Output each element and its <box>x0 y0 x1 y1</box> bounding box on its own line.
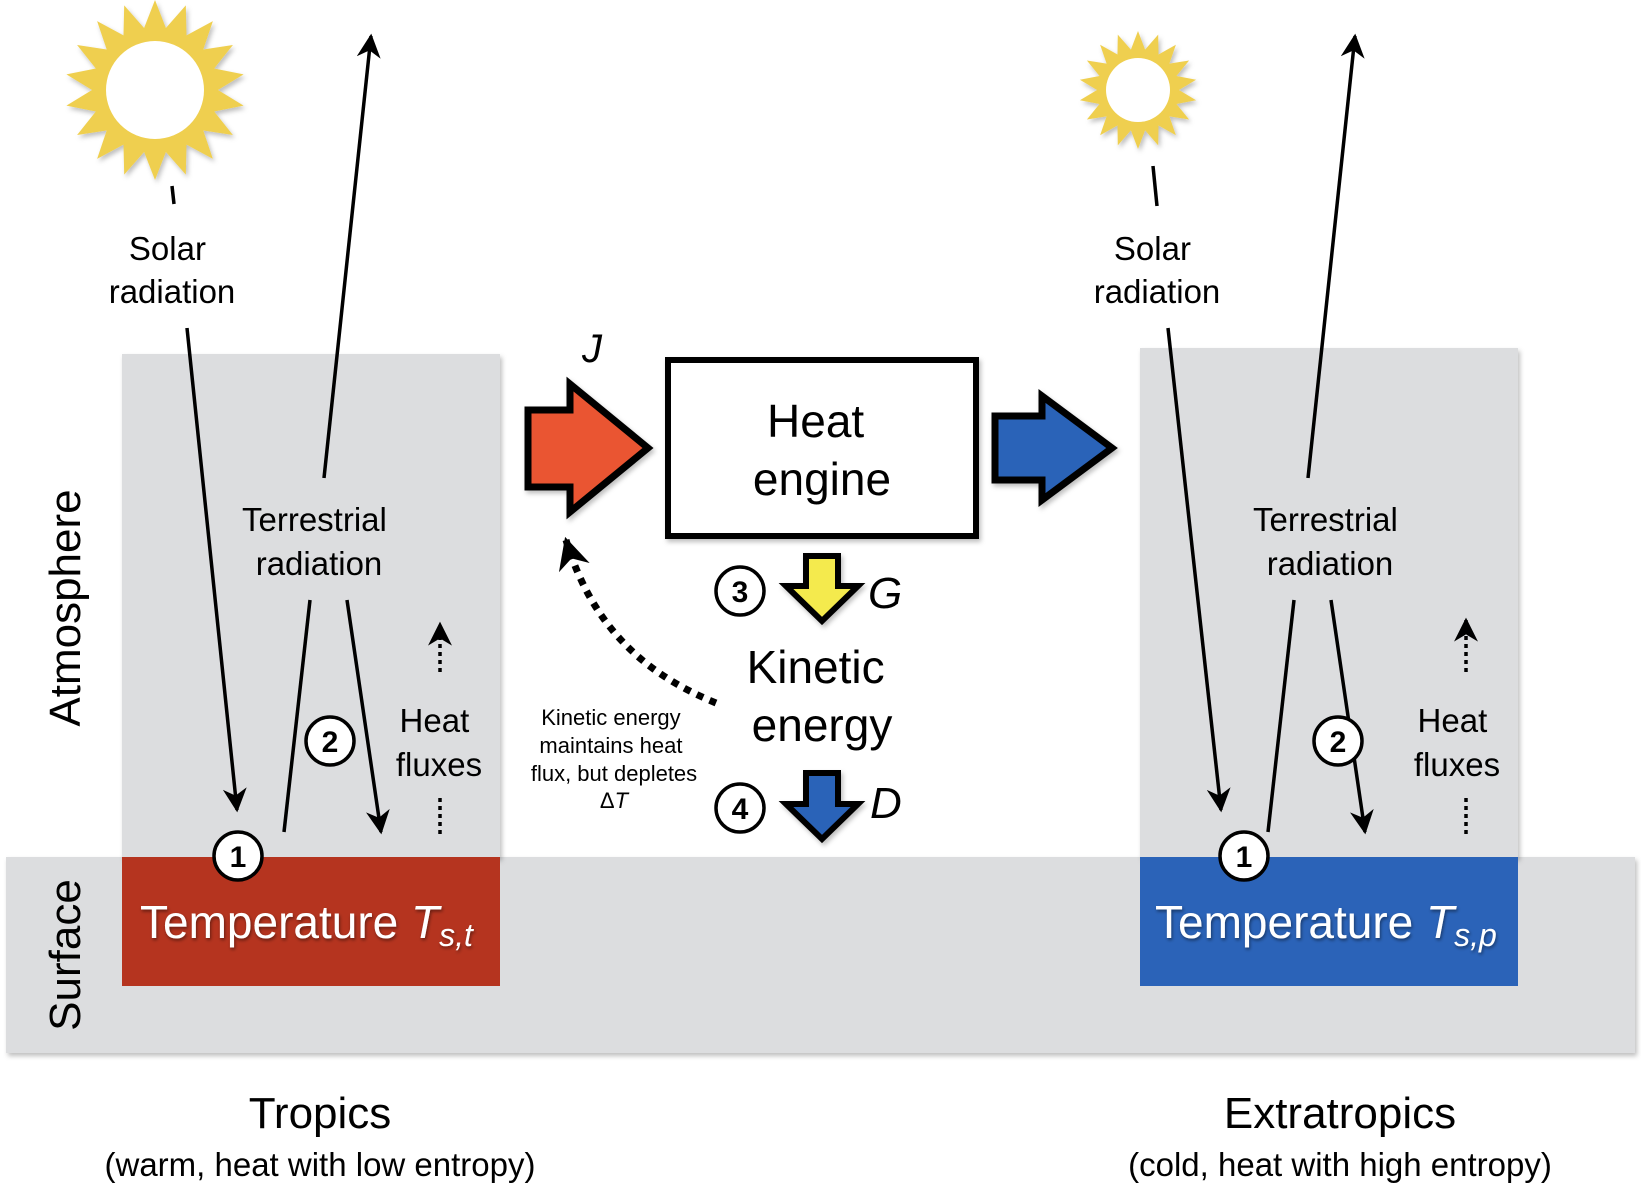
tropics-terrestrial-label-line2: radiation <box>256 545 383 582</box>
tropics-region-subtitle: (warm, heat with low entropy) <box>105 1146 536 1183</box>
extratropics-surface-temperature-block <box>1140 857 1518 986</box>
extratropics-solar-line-top <box>1151 165 1159 207</box>
heat-engine-label-line2: engine <box>753 453 891 505</box>
extratropics-outgoing-radiation-arrow <box>1306 33 1365 479</box>
heat-engine-label-line1: Heat <box>767 395 864 447</box>
extratropics-upward-longwave-line <box>1266 599 1296 833</box>
tropics-terrestrial-label-line1: Terrestrial <box>242 501 387 538</box>
extratropics-atmosphere-column <box>1140 348 1518 858</box>
tropics-surface-temperature-label: Temperature Ts,t <box>140 896 474 953</box>
svg-text:3: 3 <box>732 576 749 609</box>
tropics-marker-1: 1 <box>212 830 264 882</box>
dissipation-arrow <box>778 770 866 844</box>
svg-text:Heat fluxes: Heat fluxes <box>1414 702 1500 783</box>
generation-marker-3: 3 <box>714 565 766 617</box>
tropics-region-title: Tropics <box>249 1089 392 1138</box>
svg-text:Solar radiation: Solar radiation <box>1094 230 1221 310</box>
feedback-note-delta-t: ΔT <box>600 788 630 813</box>
extratropics-sun-icon <box>1079 31 1197 149</box>
svg-text:Solar radiation: Solar radiation <box>109 230 236 310</box>
tropics-heat-fluxes-label-line1: Heat <box>400 702 470 739</box>
extratropics-solar-label-line1: Solar <box>1114 230 1191 267</box>
tropics-solar-label-line2: radiation <box>109 273 236 310</box>
tropics-upward-longwave-line <box>282 599 312 833</box>
extratropics-region-title: Extratropics <box>1224 1089 1456 1138</box>
feedback-note-line1: Kinetic energy <box>541 705 680 730</box>
generation-symbol-g: G <box>868 569 902 618</box>
sun-core <box>1106 58 1170 122</box>
feedback-note-line2: maintains heat <box>539 733 682 758</box>
svg-text:4: 4 <box>732 793 749 826</box>
svg-text:1: 1 <box>1236 841 1253 874</box>
tropics-heat-fluxes-label-line2: fluxes <box>396 746 482 783</box>
svg-text:Heat fluxes: Heat fluxes <box>396 702 482 783</box>
kinetic-energy-label-line2: energy <box>752 699 893 751</box>
tropics-outgoing-radiation-arrow <box>322 33 381 479</box>
extratropics-terrestrial-label-line1: Terrestrial <box>1253 501 1398 538</box>
tropics-downward-longwave-arrow <box>345 599 390 835</box>
sun-core <box>106 41 204 139</box>
svg-text:2: 2 <box>322 726 339 759</box>
svg-text:Terrestrial radiation: Terrestrial radiation <box>1253 501 1407 582</box>
extratropics-terrestrial-label-line2: radiation <box>1267 545 1394 582</box>
extratropics-solar-radiation-arrow <box>1166 327 1231 813</box>
feedback-dotted-arrow <box>558 536 718 707</box>
extratropics-solar-label-line2: radiation <box>1094 273 1221 310</box>
extratropics-marker-1: 1 <box>1218 830 1270 882</box>
svg-text:Kinetic energy maintains h: Kinetic energy maintains heat flux, but … <box>531 705 697 786</box>
tropics-solar-radiation-arrow <box>185 327 247 813</box>
generation-arrow <box>778 553 866 626</box>
svg-text:1: 1 <box>230 841 247 874</box>
tropics-solar-line-top <box>170 185 176 205</box>
kinetic-energy-label-line1: Kinetic <box>747 641 885 693</box>
tropics-surface-temperature-block <box>122 857 500 986</box>
surface-label: Surface <box>41 879 90 1031</box>
extratropics-surface-temperature-label: Temperature Ts,p <box>1155 896 1497 953</box>
atmosphere-label: Atmosphere <box>41 489 90 726</box>
heat-engine-box <box>665 357 979 539</box>
extratropics-heat-fluxes-label-line1: Heat <box>1418 702 1488 739</box>
tropics-marker-2: 2 <box>304 715 356 767</box>
svg-text:Terrestrial radiation: Terrestrial radiation <box>242 501 396 582</box>
extratropics-heat-fluxes-label-line2: fluxes <box>1414 746 1500 783</box>
extratropics-marker-2: 2 <box>1312 715 1364 767</box>
tropics-solar-label-line1: Solar <box>129 230 206 267</box>
feedback-note-line3: flux, but depletes <box>531 761 697 786</box>
heat-output-arrow <box>991 389 1118 507</box>
extratropics-downward-longwave-arrow <box>1329 599 1374 835</box>
svg-text:Heat engine: Heat engine <box>753 395 891 505</box>
heat-input-arrow <box>524 376 654 520</box>
svg-text:2: 2 <box>1330 726 1347 759</box>
svg-text:Kinetic energy: Kinetic energy <box>747 641 898 751</box>
tropics-sun-icon <box>66 0 244 180</box>
dissipation-marker-4: 4 <box>714 782 766 834</box>
heat-flux-symbol-j: J <box>581 327 603 371</box>
extratropics-region-subtitle: (cold, heat with high entropy) <box>1128 1146 1552 1183</box>
dissipation-symbol-d: D <box>870 779 902 828</box>
